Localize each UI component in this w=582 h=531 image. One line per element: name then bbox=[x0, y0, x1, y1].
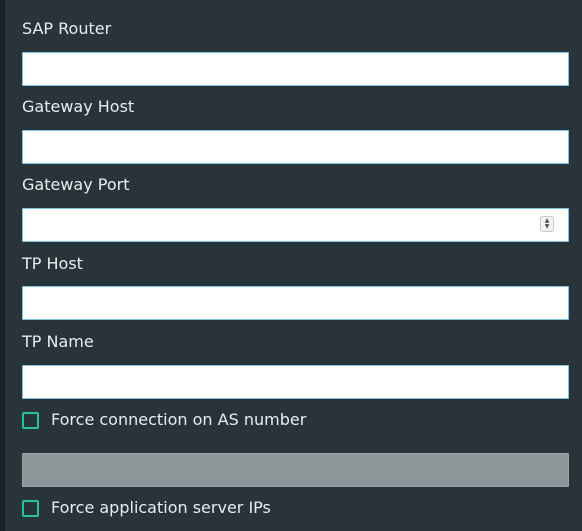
gateway-port-field: ▲ ▼ bbox=[22, 208, 569, 242]
stepper-arrows-icon[interactable]: ▲ ▼ bbox=[540, 216, 554, 232]
gateway-host-input[interactable] bbox=[22, 130, 569, 164]
as-number-input bbox=[22, 453, 569, 487]
force-as-number-checkbox[interactable] bbox=[22, 411, 39, 429]
sap-router-input[interactable] bbox=[22, 52, 569, 86]
tp-host-input[interactable] bbox=[22, 286, 569, 320]
stepper-down-icon[interactable]: ▼ bbox=[544, 223, 550, 230]
tp-name-input[interactable] bbox=[22, 365, 569, 399]
gateway-host-label: Gateway Host bbox=[22, 97, 135, 116]
force-app-server-ips-checkbox[interactable] bbox=[22, 499, 39, 517]
force-app-server-ips-label[interactable]: Force application server IPs bbox=[51, 498, 271, 517]
stepper-up-icon[interactable]: ▲ bbox=[544, 217, 550, 224]
tp-host-label: TP Host bbox=[22, 254, 83, 273]
force-as-number-label[interactable]: Force connection on AS number bbox=[51, 410, 307, 429]
gateway-port-label: Gateway Port bbox=[22, 175, 130, 194]
gateway-port-input[interactable] bbox=[22, 208, 569, 242]
sap-router-label: SAP Router bbox=[22, 19, 112, 38]
force-as-number-row[interactable]: Force connection on AS number bbox=[22, 410, 306, 430]
window-left-edge bbox=[0, 0, 5, 531]
tp-name-label: TP Name bbox=[22, 332, 94, 351]
force-app-server-ips-row[interactable]: Force application server IPs bbox=[22, 498, 271, 518]
